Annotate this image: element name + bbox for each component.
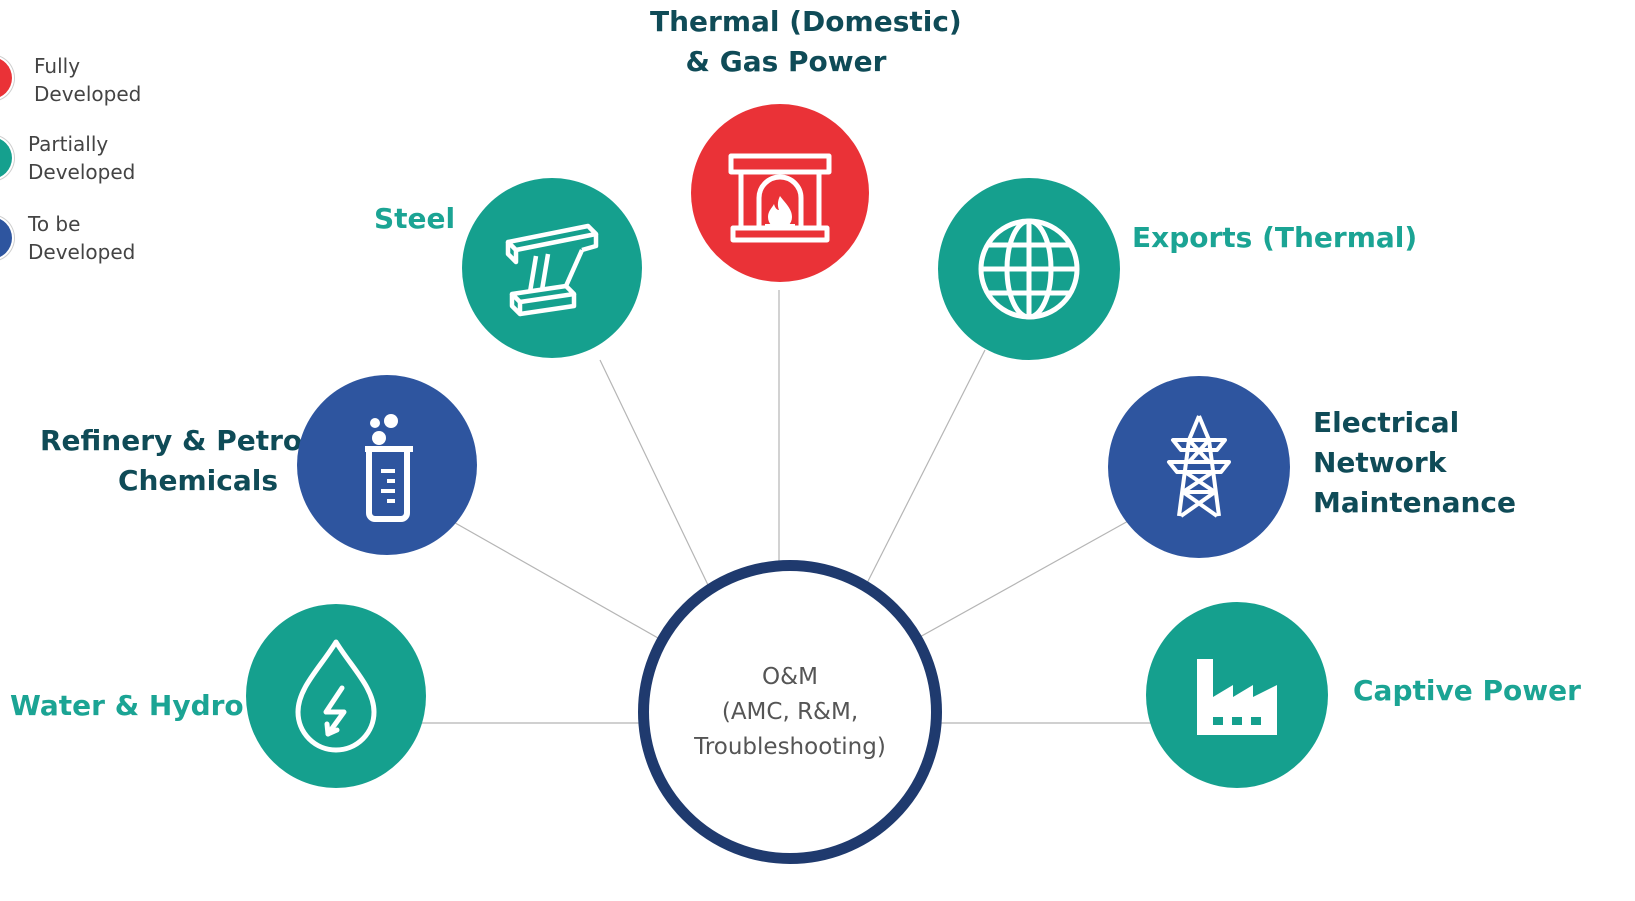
node-water-hydro <box>246 604 426 788</box>
connector-electrical <box>917 519 1131 639</box>
hub-line-3: Troubleshooting) <box>694 733 886 760</box>
connector-refinery <box>449 519 659 639</box>
node-thermal-gas-power <box>691 104 869 282</box>
transmission-tower-icon <box>1167 415 1231 518</box>
node-steel <box>462 178 642 358</box>
factory-icon <box>1197 659 1277 735</box>
globe-icon <box>978 218 1080 320</box>
node-refinery-petro-chemicals <box>297 375 477 555</box>
legend-dot-to-be-developed <box>0 217 12 259</box>
connector-exports <box>861 349 986 594</box>
connector-steel <box>599 359 709 586</box>
legend-dot-fully-developed <box>0 57 12 99</box>
label-thermal-gas-power: Thermal (Domestic)& Gas Power <box>650 5 962 78</box>
hub-om: O&M (AMC, R&M, Troubleshooting) <box>638 560 942 864</box>
hub-line-2: (AMC, R&M, <box>721 698 859 725</box>
node-electrical-network-maintenance <box>1108 376 1290 558</box>
fireplace-icon <box>728 153 832 243</box>
hub-line-1: O&M <box>762 663 818 690</box>
beaker-icon <box>365 414 413 522</box>
steel-beam-icon <box>505 223 599 317</box>
legend-dot-partially-developed <box>0 137 12 179</box>
label-captive-power: Captive Power <box>1353 674 1581 707</box>
node-captive-power <box>1146 602 1328 788</box>
label-steel: Steel <box>374 202 456 235</box>
label-exports-thermal: Exports (Thermal) <box>1132 221 1418 254</box>
node-exports-thermal <box>938 178 1120 360</box>
label-water-hydro: Water & Hydro <box>10 689 244 722</box>
water-drop-bolt-icon <box>295 639 377 753</box>
